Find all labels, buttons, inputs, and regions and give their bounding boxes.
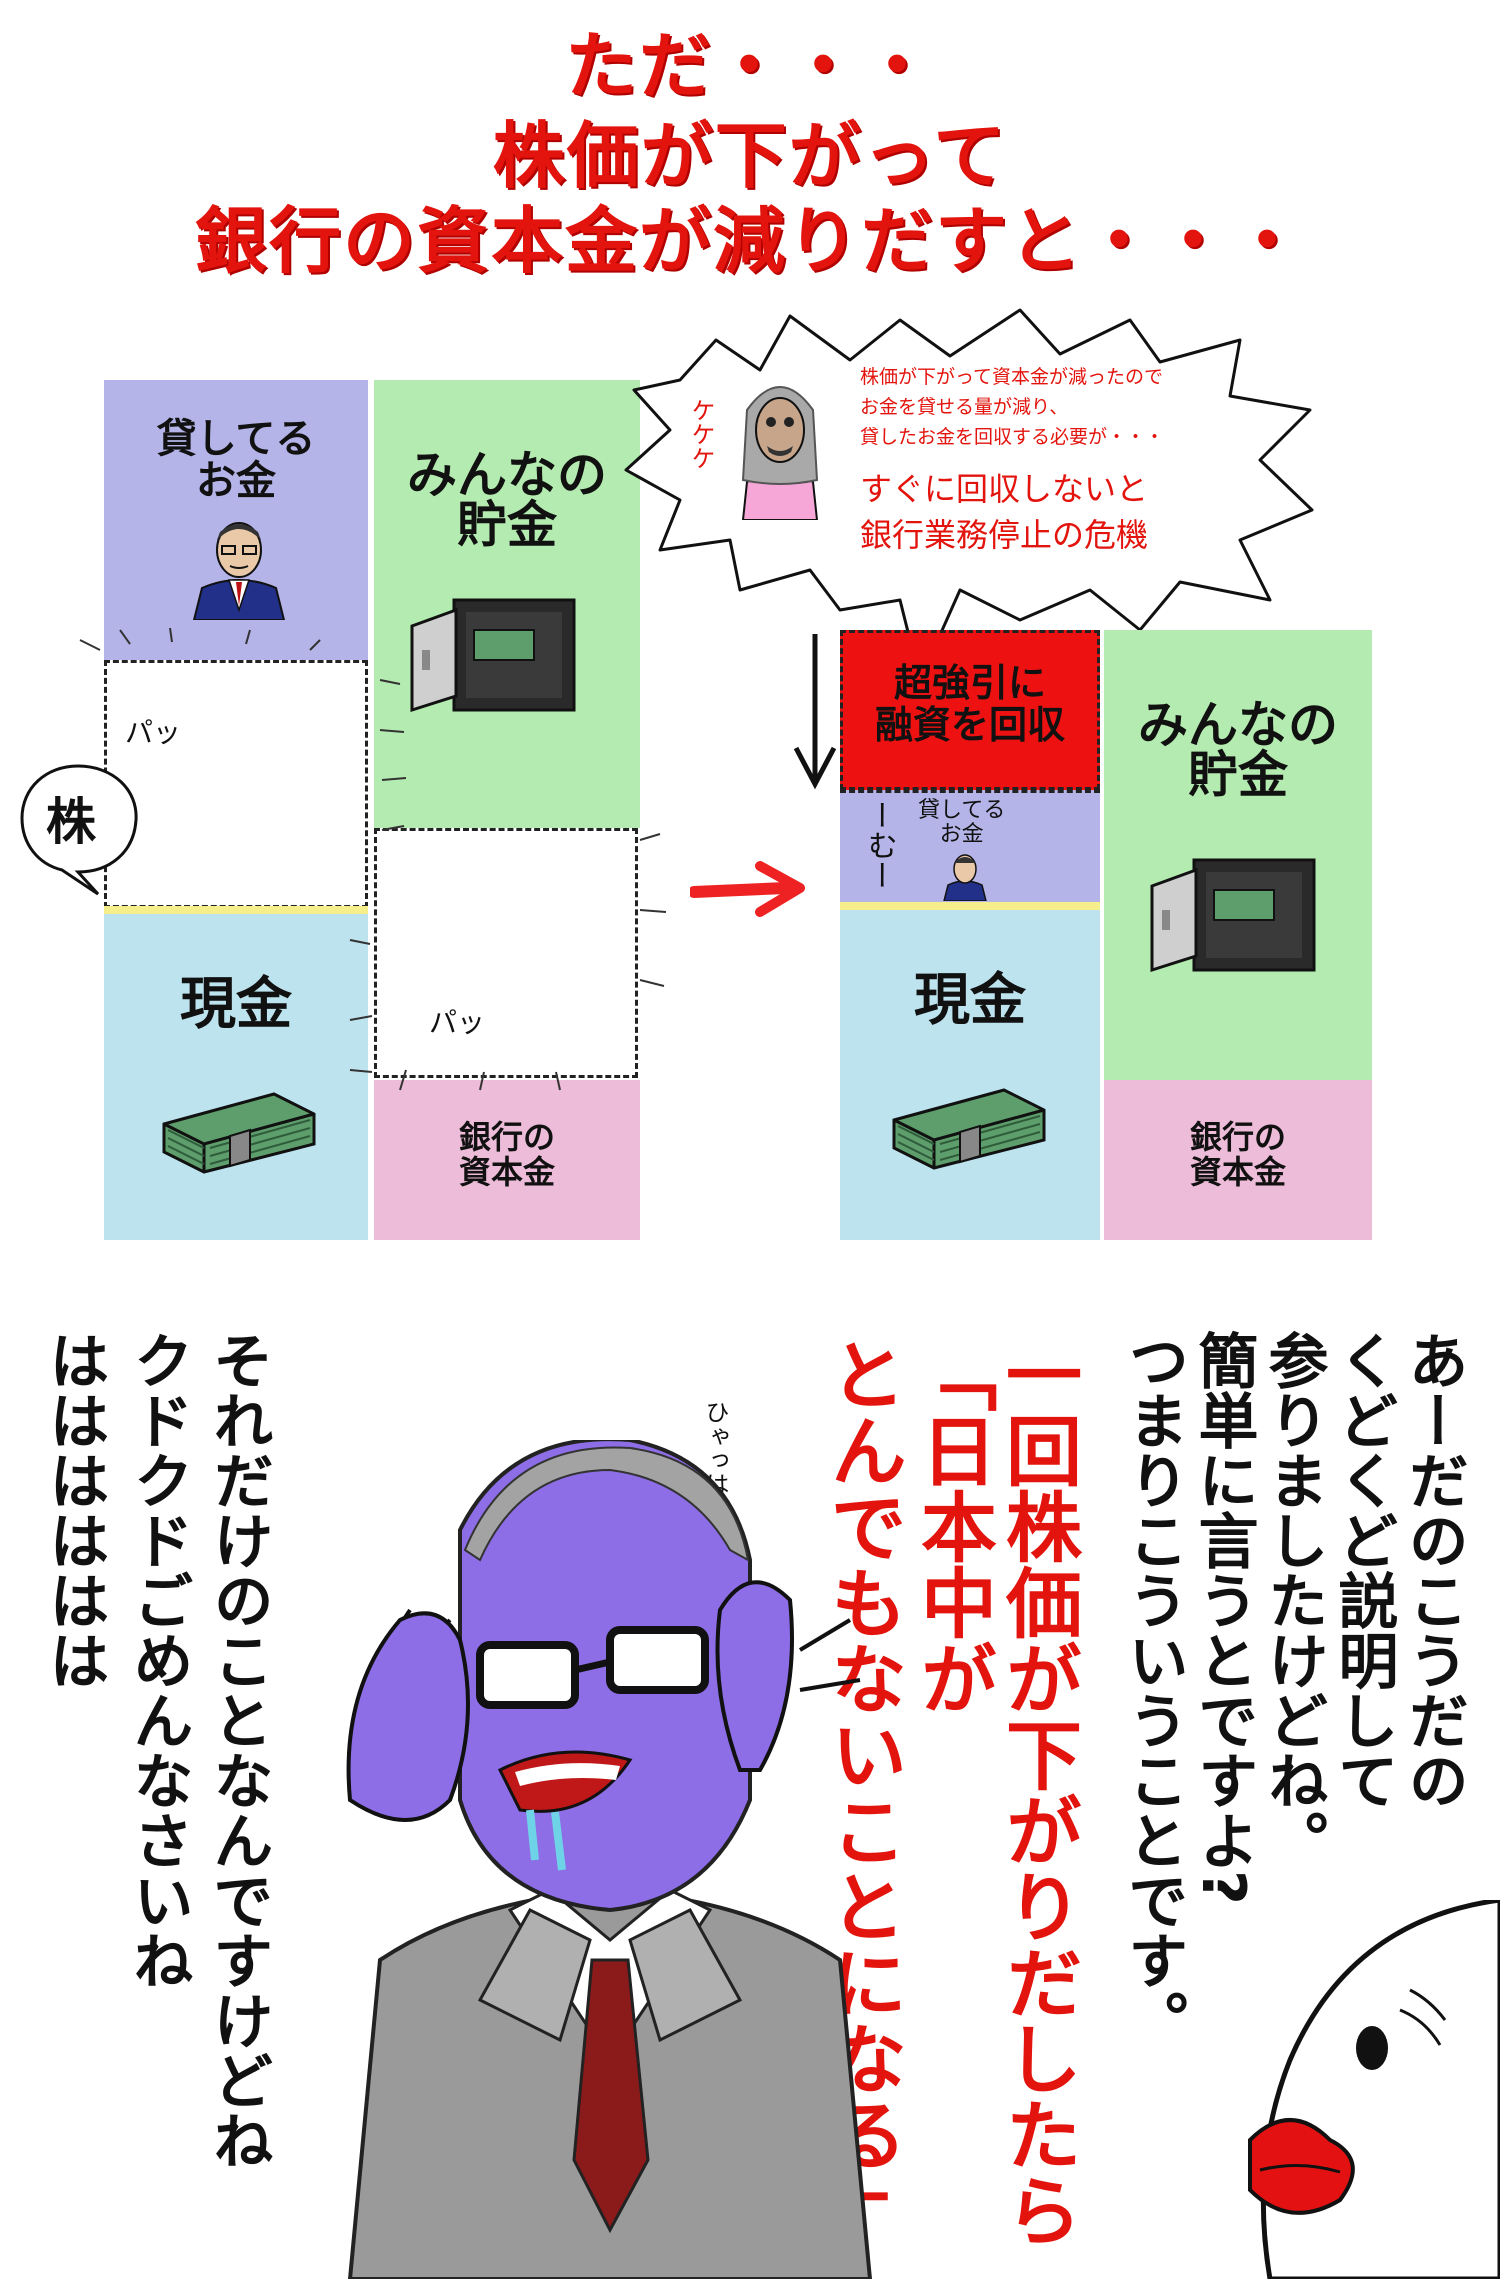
left-loans-label: 貸してる お金 bbox=[156, 416, 316, 504]
left-capital-block: 銀行の 資本金 bbox=[374, 1080, 640, 1240]
right-cash-stack-icon bbox=[892, 1088, 1046, 1170]
banker-icon bbox=[192, 522, 286, 620]
stock-bubble bbox=[20, 764, 138, 896]
speech-line-5: 銀行業務停止の危機 bbox=[860, 516, 1149, 554]
cash-stack-icon bbox=[162, 1092, 316, 1174]
speech-line-1: 株価が下がって資本金が減ったので bbox=[860, 366, 1164, 388]
narration-col-1: あーだのこうだの bbox=[1398, 1330, 1468, 1810]
narration-col-5: つまりこういうことです。 bbox=[1118, 1330, 1188, 2050]
laugh-sfx: ケケケ bbox=[687, 398, 715, 470]
narration-col-3: 参りましたけどね。 bbox=[1258, 1330, 1328, 1870]
narration-col-4: 簡単に言うとですよ? bbox=[1188, 1330, 1258, 1905]
left-cash-block: 現金 bbox=[104, 914, 368, 1240]
narration-col-2: くどくど説明して bbox=[1328, 1330, 1398, 1810]
down-arrow-icon bbox=[793, 634, 837, 790]
speech-line-3: 貸したお金を回収する必要が・・・ bbox=[860, 426, 1165, 448]
title-line-1: ただ・・・ bbox=[564, 24, 935, 108]
narration-red-1: 一回株価が下がりだしたら bbox=[993, 1336, 1082, 2248]
small-banker-icon bbox=[943, 854, 987, 901]
left-vanished-deposits: パッ bbox=[374, 828, 638, 1078]
narration-col-7: クドクドごめんなさいね bbox=[123, 1330, 193, 1990]
right-collect-label: 超強引に 融資を回収 bbox=[874, 661, 1065, 747]
left-capital-label: 銀行の 資本金 bbox=[458, 1118, 555, 1192]
pa-sfx-2: パッ bbox=[429, 1006, 486, 1039]
narration-col-8: はははははは bbox=[39, 1330, 109, 1690]
safe-icon bbox=[410, 598, 576, 713]
left-divider bbox=[104, 906, 368, 914]
right-cash-label: 現金 bbox=[914, 968, 1026, 1033]
left-cash-label: 現金 bbox=[180, 972, 292, 1037]
left-deposits-block: みんなの 貯金 bbox=[374, 380, 640, 828]
left-deposits-label: みんなの 貯金 bbox=[407, 446, 607, 554]
laughing-banker-illustration bbox=[346, 1440, 873, 2279]
right-loans-label: 貸してる お金 bbox=[918, 798, 1006, 848]
right-divider bbox=[840, 902, 1100, 910]
right-capital-block: 銀行の 資本金 bbox=[1104, 1080, 1372, 1240]
narration-col-6: それだけのことなんですけどね bbox=[203, 1330, 273, 2170]
left-loans-block: 貸してる お金 bbox=[104, 380, 368, 660]
stock-bubble-label: 株 bbox=[46, 793, 96, 851]
right-safe-icon bbox=[1150, 858, 1316, 973]
right-loans-block: 貸してる お金 bbox=[840, 790, 1100, 902]
old-woman-icon bbox=[741, 386, 819, 520]
right-cash-block: 現金 bbox=[840, 910, 1100, 1240]
right-deposits-block: みんなの 貯金 bbox=[1104, 630, 1372, 1080]
transition-arrow bbox=[690, 861, 805, 917]
title-line-2: 株価が下がって bbox=[492, 114, 1008, 198]
shock-lines bbox=[79, 627, 667, 1091]
right-capital-label: 銀行の 資本金 bbox=[1189, 1118, 1286, 1192]
title-line-3: 銀行の資本金が減りだすと・・・ bbox=[194, 199, 1305, 283]
speech-line-4: すぐに回収しないと bbox=[860, 470, 1149, 508]
squeeze-sfx: ーむー bbox=[861, 800, 897, 890]
right-deposits-label: みんなの 貯金 bbox=[1138, 696, 1338, 804]
pa-sfx-1: パッ bbox=[125, 716, 182, 749]
white-creature-illustration bbox=[1248, 1900, 1500, 2279]
narration-red-2: 「日本中が bbox=[908, 1336, 997, 1716]
speech-line-2: お金を貸せる量が減り、 bbox=[860, 396, 1069, 418]
right-collect-block: 超強引に 融資を回収 bbox=[840, 630, 1100, 790]
